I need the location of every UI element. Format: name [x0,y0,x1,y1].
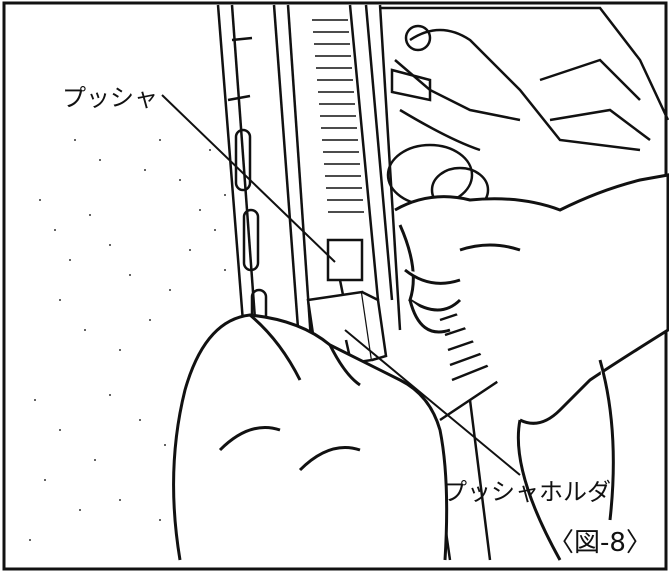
pusher-holder-leader-line [344,329,521,476]
pusher-leader-line [161,94,336,263]
stipple-shading [29,139,226,541]
pusher-label: プッシャ [62,84,158,112]
right-hand [394,173,669,561]
pusher-holder-label: プッシャホルダ [443,478,611,506]
nail-strip [312,19,364,213]
leader-lines [161,94,521,476]
nailer-body [380,6,669,214]
pusher [326,238,364,301]
left-hand [172,313,449,561]
figure-number: 〈図-8〉 [548,528,652,558]
magazine [216,4,402,361]
